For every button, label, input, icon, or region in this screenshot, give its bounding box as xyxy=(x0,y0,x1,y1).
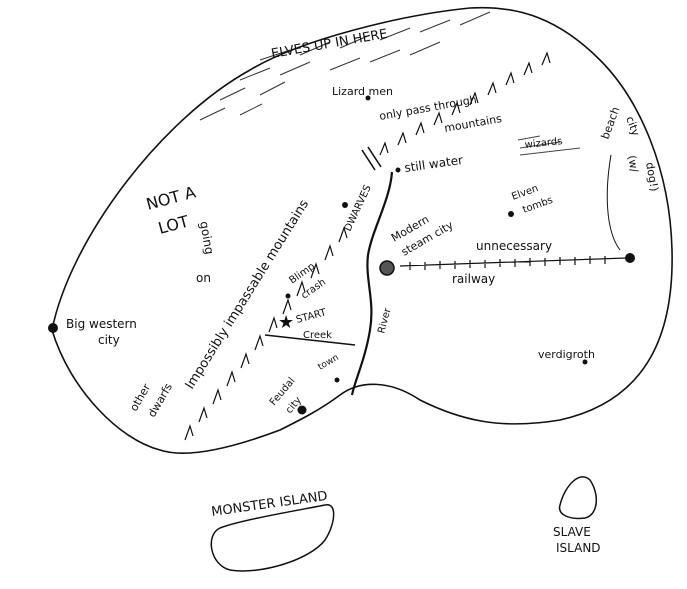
modern-steam-city-marker xyxy=(379,260,395,276)
elves-forest-hatching xyxy=(199,11,491,121)
label-town: town xyxy=(317,353,341,373)
label-beach-city: beach xyxy=(599,105,623,141)
feudal-city-marker xyxy=(297,405,307,415)
label-slave-island-2: ISLAND xyxy=(556,541,601,555)
blimp-crash-marker xyxy=(285,293,291,299)
lizard-men-marker xyxy=(365,95,371,101)
monster-island-outline xyxy=(210,504,335,572)
creek xyxy=(264,334,356,346)
wizards-hatching xyxy=(517,135,581,156)
label-railway: railway xyxy=(452,272,495,286)
label-lizard-men: Lizard men xyxy=(332,85,393,98)
label-not-a-lot-3: going xyxy=(197,220,217,255)
label-dwarves: DWARVES xyxy=(343,183,374,233)
pass-marker xyxy=(361,146,382,171)
label-beach-city-3: (w/ xyxy=(625,154,641,173)
verdigroth-marker xyxy=(582,359,588,365)
label-unnecessary: unnecessary xyxy=(476,239,552,253)
label-beach-city-2: city xyxy=(623,115,642,139)
river xyxy=(350,171,394,396)
elven-tombs-marker xyxy=(508,211,514,217)
label-beach-city-4: dog!) xyxy=(643,161,661,192)
beach-city-pointer xyxy=(606,154,621,251)
label-wizards: wizards xyxy=(524,136,563,151)
label-slave-island: SLAVE xyxy=(553,525,591,539)
slave-island-outline xyxy=(558,476,597,520)
label-verdigroth: verdigroth xyxy=(538,348,595,361)
big-western-city-marker xyxy=(48,323,58,333)
label-creek: Creek xyxy=(303,330,332,341)
label-blimp-2: crash xyxy=(299,277,328,302)
label-not-a-lot-2: LOT xyxy=(156,212,191,238)
west-mountain-range xyxy=(184,226,348,441)
label-river: River xyxy=(376,306,394,335)
label-still-water: still water xyxy=(403,153,463,175)
railway-line xyxy=(399,256,627,270)
label-not-a-lot: NOT A xyxy=(144,182,198,213)
beach-city-marker xyxy=(625,253,635,263)
label-start: START xyxy=(295,307,329,326)
start-star-icon: ★ xyxy=(278,312,294,333)
label-big-western: Big western xyxy=(66,317,137,331)
north-mountain-range xyxy=(379,51,551,156)
label-not-a-lot-4: on xyxy=(196,271,211,285)
label-only-pass-2: mountains xyxy=(443,112,503,135)
still-water-marker xyxy=(395,167,401,173)
label-elves: ELVES UP IN HERE xyxy=(270,27,389,62)
label-big-western-2: city xyxy=(98,333,120,347)
dwarves-marker xyxy=(342,202,348,208)
town-marker xyxy=(334,377,340,383)
main-continent-outline xyxy=(51,6,673,455)
